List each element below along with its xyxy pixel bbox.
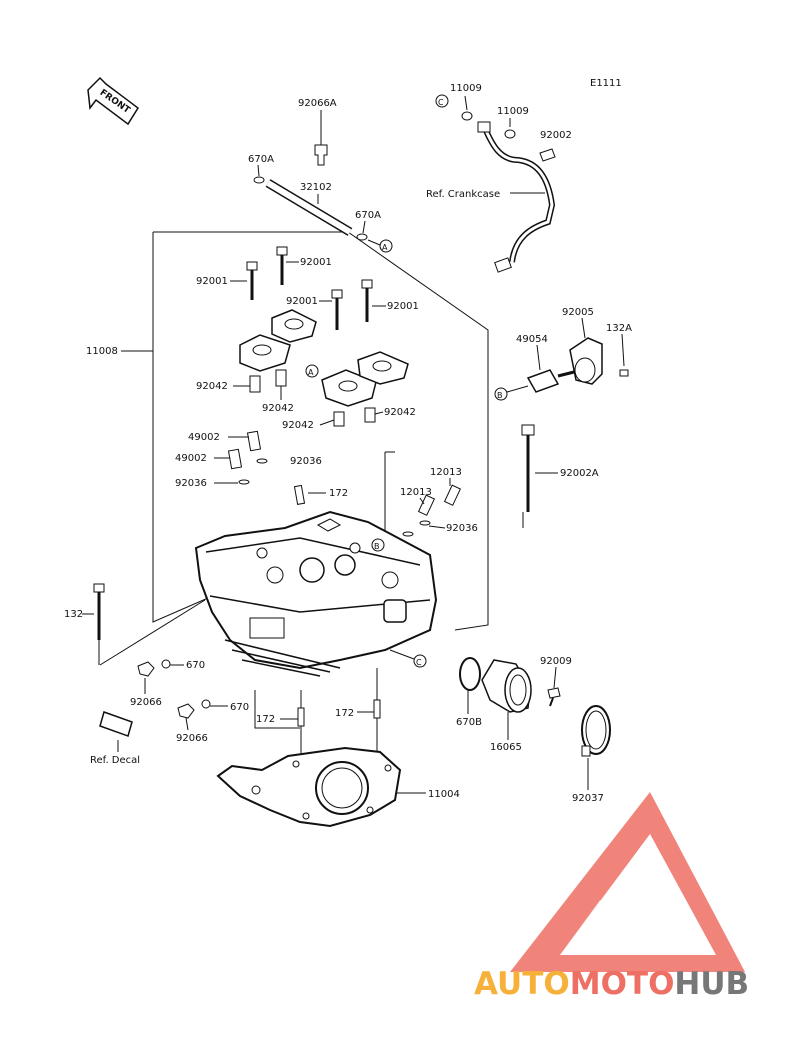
label-11009-1: 11009 [450,83,482,94]
svg-text:C: C [416,658,422,667]
label-92042-2: 92042 [262,403,294,414]
screw-92009 [547,687,561,707]
label-92001-2: 92001 [300,257,332,268]
label-16065: 16065 [490,742,522,753]
label-92036-2: 92036 [175,478,207,489]
cam-caps [239,309,409,407]
svg-text:A: A [382,243,388,252]
label-670A-1: 670A [248,154,274,165]
callout-a-2 [305,364,319,378]
label-92042-1: 92042 [196,381,228,392]
callout-c-1 [435,94,449,108]
label-12013-1: 12013 [430,467,462,478]
watermark-text: AUTOMOTOHUB [474,966,749,1002]
callout-a-1 [379,239,393,253]
svg-text:A: A [308,368,314,377]
clamp-92037 [581,705,611,757]
part-32102 [253,176,368,241]
label-670B: 670B [456,717,482,728]
bolts-92001 [246,246,373,330]
label-92066-1: 92066 [130,697,162,708]
label-132A: 132A [606,323,632,334]
label-92066A: 92066A [298,98,337,109]
callout-c-2 [413,654,427,668]
label-172-1: 172 [329,488,348,499]
label-670-2: 670 [230,702,249,713]
label-12013-2: 12013 [400,487,432,498]
part-92066A [314,110,328,166]
intake-holder-16065 [481,659,532,713]
label-92002A: 92002A [560,468,599,479]
label-49002-1: 49002 [188,432,220,443]
dowel-172-a [297,707,305,727]
label-11008: 11008 [86,346,118,357]
watermark-triangle-icon [510,792,745,972]
bolt-132 [93,583,105,640]
label-92036-1: 92036 [290,456,322,467]
plugs-92066 [137,659,211,719]
svg-text:B: B [374,542,380,551]
svg-text:B: B [497,391,503,400]
label-172-3: 172 [335,708,354,719]
label-670A-2: 670A [355,210,381,221]
label-49002-2: 49002 [175,453,207,464]
label-92001-3: 92001 [286,296,318,307]
label-49054: 49054 [516,334,548,345]
label-92005: 92005 [562,307,594,318]
label-92042-3: 92042 [282,420,314,431]
cylinder-head [194,510,438,677]
watermark-logo [510,792,745,972]
label-92001-1: 92001 [196,276,228,287]
front-arrow-icon: FRONT [87,76,140,126]
label-670-1: 670 [186,660,205,671]
watermark-auto: AUTO [474,966,570,1002]
svg-text:C: C [438,98,444,107]
label-32102: 32102 [300,182,332,193]
label-92066-2: 92066 [176,733,208,744]
label-92042-4: 92042 [384,407,416,418]
label-92001-4: 92001 [387,301,419,312]
watermark-moto: MOTO [570,966,675,1002]
bolt-92002A [521,424,535,512]
ref-crankcase: Ref. Crankcase [426,189,500,200]
label-172-2: 172 [256,714,275,725]
oil-pipe [477,121,556,273]
label-92036-3: 92036 [446,523,478,534]
thermostat-housing [526,337,629,393]
dowel-172-b [373,699,381,719]
watermark-hub: HUB [674,966,749,1002]
label-92037: 92037 [572,793,604,804]
diagram-code: E1111 [590,78,622,89]
ref-decal: Ref. Decal [90,755,140,766]
label-11004: 11004 [428,789,460,800]
callout-b-2 [494,387,508,401]
oring-670B [459,657,481,691]
head-gasket [216,746,402,828]
valve-guides [227,430,461,537]
label-92009: 92009 [540,656,572,667]
assembly-outline [152,232,209,623]
label-132: 132 [64,609,83,620]
decal-icon [99,711,133,737]
callout-b-1 [371,538,385,552]
label-92002: 92002 [540,130,572,141]
label-11009-2: 11009 [497,106,529,117]
